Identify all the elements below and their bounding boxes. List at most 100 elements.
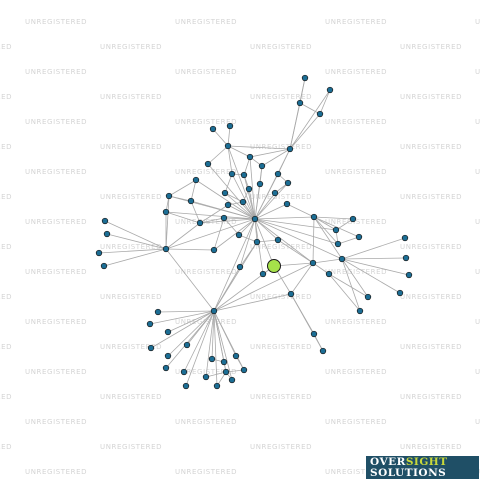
- graph-edge: [224, 173, 233, 194]
- watermark-text: UNREGISTERED: [25, 268, 87, 276]
- watermark-text: UNREGISTERED: [400, 43, 462, 51]
- graph-edge: [313, 216, 354, 220]
- graph-edge: [238, 234, 258, 243]
- graph-edge: [249, 156, 256, 220]
- graph-node: [204, 160, 212, 168]
- watermark-text: UNREGISTERED: [250, 143, 312, 151]
- graph-node: [239, 198, 247, 206]
- graph-node: [251, 215, 259, 223]
- graph-edge: [313, 216, 343, 260]
- watermark-text: UNREGISTERED: [175, 318, 237, 326]
- graph-node: [208, 355, 216, 363]
- watermark-text: UNREGISTERED: [25, 368, 87, 376]
- graph-node: [210, 246, 218, 254]
- graph-node: [213, 382, 221, 390]
- graph-edge: [213, 218, 256, 251]
- graph-edge: [183, 310, 215, 373]
- graph-node: [232, 352, 240, 360]
- graph-edge: [165, 222, 201, 250]
- graph-node: [221, 189, 229, 197]
- watermark-text: UNREGISTERED: [175, 118, 237, 126]
- graph-node: [236, 263, 244, 271]
- watermark-text: UNREGISTERED: [250, 293, 312, 301]
- graph-node: [274, 236, 282, 244]
- graph-edge: [313, 216, 337, 231]
- watermark-text: UNREGISTERED: [100, 43, 162, 51]
- graph-node: [196, 219, 204, 227]
- graph-edge: [337, 236, 360, 245]
- graph-edge: [167, 310, 215, 357]
- graph-edge: [299, 77, 306, 104]
- watermark-text: UNREGISTERED: [400, 243, 462, 251]
- graph-edge: [341, 237, 406, 260]
- graph-node: [162, 208, 170, 216]
- graph-node: [182, 382, 190, 390]
- watermark-text: UNREGISTERED: [325, 218, 387, 226]
- graph-edge: [328, 273, 369, 298]
- graph-node: [101, 217, 109, 225]
- watermark-text: UNREGISTERED: [100, 393, 162, 401]
- graph-node: [183, 341, 191, 349]
- graph-edge: [328, 273, 361, 312]
- graph-node: [334, 240, 342, 248]
- graph-node: [228, 170, 236, 178]
- watermark-text: UNREGISTERED: [25, 468, 87, 476]
- logo-word-over: OVER: [370, 456, 406, 468]
- watermark-text: UNREGISTERED: [250, 93, 312, 101]
- graph-node: [146, 320, 154, 328]
- graph-edge: [254, 203, 288, 220]
- watermark-text: UNREGISTERED: [100, 193, 162, 201]
- graph-node: [309, 259, 317, 267]
- graph-node: [103, 230, 111, 238]
- graph-edge: [165, 218, 256, 250]
- watermark-text: UNREGISTERED: [0, 343, 12, 351]
- watermark-text: UNREGISTERED: [325, 418, 387, 426]
- graph-edge: [98, 248, 167, 254]
- graph-edge: [254, 182, 289, 220]
- graph-edge: [227, 125, 231, 147]
- watermark-text: UNREGISTERED: [400, 293, 462, 301]
- graph-node: [259, 270, 267, 278]
- graph-edge: [254, 218, 264, 275]
- graph-edge: [254, 218, 275, 267]
- graph-node: [210, 307, 218, 315]
- watermark-text: UNREGISTERED: [25, 118, 87, 126]
- graph-edge: [227, 145, 291, 150]
- graph-node: [287, 290, 295, 298]
- graph-node: [286, 145, 294, 153]
- graph-node: [228, 376, 236, 384]
- watermark-text: UNREGISTERED: [175, 368, 237, 376]
- graph-edge: [165, 195, 170, 250]
- graph-node: [355, 233, 363, 241]
- graph-node: [274, 170, 282, 178]
- graph-node: [240, 171, 248, 179]
- graph-edge: [313, 216, 339, 245]
- graph-node: [224, 142, 232, 150]
- graph-node: [154, 308, 162, 316]
- graph-edge: [254, 218, 339, 245]
- graph-edge: [223, 217, 240, 236]
- graph-edge: [167, 310, 215, 333]
- graph-node: [396, 289, 404, 297]
- graph-node: [226, 122, 234, 130]
- graph-edge: [199, 204, 229, 224]
- graph-node: [209, 125, 217, 133]
- graph-edge: [213, 310, 245, 371]
- graph-edge: [106, 233, 167, 250]
- watermark-text: UNREGISTERED: [25, 68, 87, 76]
- watermark-text: UNREGISTERED: [475, 168, 480, 176]
- watermark-text: UNREGISTERED: [0, 243, 12, 251]
- graph-node: [180, 368, 188, 376]
- graph-edge: [213, 310, 233, 381]
- graph-edge: [211, 310, 215, 360]
- graph-edge: [103, 248, 167, 267]
- watermark-text: UNREGISTERED: [0, 193, 12, 201]
- watermark-text: UNREGISTERED: [175, 418, 237, 426]
- graph-edge: [207, 163, 256, 220]
- graph-edge: [168, 195, 192, 202]
- graph-edge: [213, 266, 241, 312]
- graph-edge: [213, 262, 314, 312]
- watermark-text: UNREGISTERED: [175, 18, 237, 26]
- graph-edge: [165, 248, 215, 312]
- watermark-text: UNREGISTERED: [475, 118, 480, 126]
